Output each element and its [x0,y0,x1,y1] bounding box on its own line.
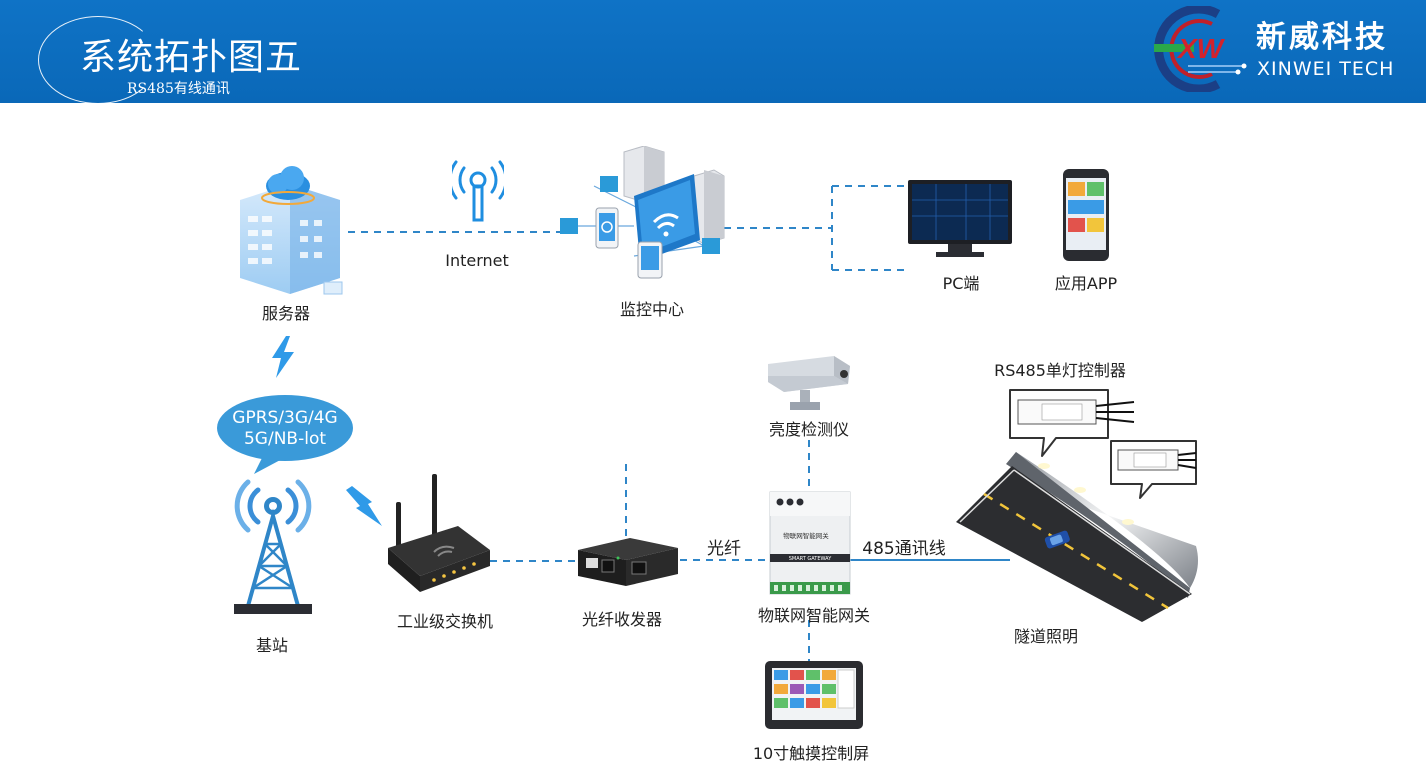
monitoring-center-icon [560,146,725,279]
light-controller-icon [1110,440,1197,499]
controller-callout-1[interactable] [1006,386,1138,458]
base-station-node[interactable] [228,478,318,618]
network-bubble-line1: GPRS/3G/4G [232,408,338,428]
gateway-panel-text: 物联网智能网关 [783,531,829,540]
monitor-center-node[interactable] [554,146,730,286]
wireless-bolt-icon [346,486,384,528]
rs485-link-label: 485通讯线 [862,539,946,559]
page-subtitle: RS485有线通讯 [127,81,230,97]
logo-mark-text: XW [1176,33,1226,64]
page-title: 系统拓扑图五 [80,37,303,78]
gateway-icon: SMART GATEWAY 物联网智能网关 [769,491,851,595]
server-label: 服务器 [261,304,311,323]
switch-label: 工业级交换机 [396,612,494,631]
cloud-server-icon [240,166,343,295]
internet-label: Internet [445,251,509,270]
company-logo-icon: XW [1148,6,1256,92]
brightness-label: 亮度检测仪 [768,420,850,439]
gateway-model-text: SMART GATEWAY [789,556,832,562]
light-controller-icon [1009,389,1135,457]
network-bubble-line2: 5G/NB-lot [243,429,327,449]
internet-node[interactable] [452,160,504,224]
monitor-center-label: 监控中心 [619,300,685,319]
pc-node[interactable] [906,178,1014,260]
fiber-link-label: 光纤 [707,539,741,559]
transceiver-label: 光纤收发器 [581,610,663,629]
camera-housing-icon [768,356,850,410]
tunnel-label: 隧道照明 [1013,627,1079,646]
media-converter-icon [578,538,678,586]
tower-icon [234,479,312,614]
tunnel-icon [956,452,1198,622]
phone-icon [1063,169,1109,261]
transceiver-node[interactable] [576,536,680,588]
title-ring-decoration [38,16,158,104]
brightness-node[interactable] [764,354,854,414]
gateway-label: 物联网智能网关 [757,606,871,625]
company-name-en: XINWEI TECH [1257,58,1395,80]
router-icon [388,474,490,592]
base-station-label: 基站 [255,636,289,655]
app-label: 应用APP [1054,274,1118,293]
pc-label: PC端 [942,274,980,293]
monitor-icon [908,180,1012,257]
company-name-cn: 新威科技 [1256,20,1388,55]
network-bubble [214,392,356,476]
server-node[interactable] [232,160,350,300]
app-node[interactable] [1062,168,1110,262]
antenna-icon [452,160,504,222]
touch-screen-label: 10寸触摸控制屏 [752,744,870,763]
tunnel-node[interactable] [952,448,1202,624]
wireless-bolt-icon [268,336,298,378]
gateway-node[interactable]: SMART GATEWAY 物联网智能网关 [768,490,852,598]
controller-label: RS485单灯控制器 [994,361,1126,380]
controller-callout-2[interactable] [1108,438,1200,500]
header-bar: 系统拓扑图五 RS485有线通讯 XW 新威科技 XINWEI TECH [0,0,1426,104]
switch-node[interactable] [384,472,496,594]
touch-screen-icon [765,661,863,729]
touch-screen-node[interactable] [764,660,864,730]
